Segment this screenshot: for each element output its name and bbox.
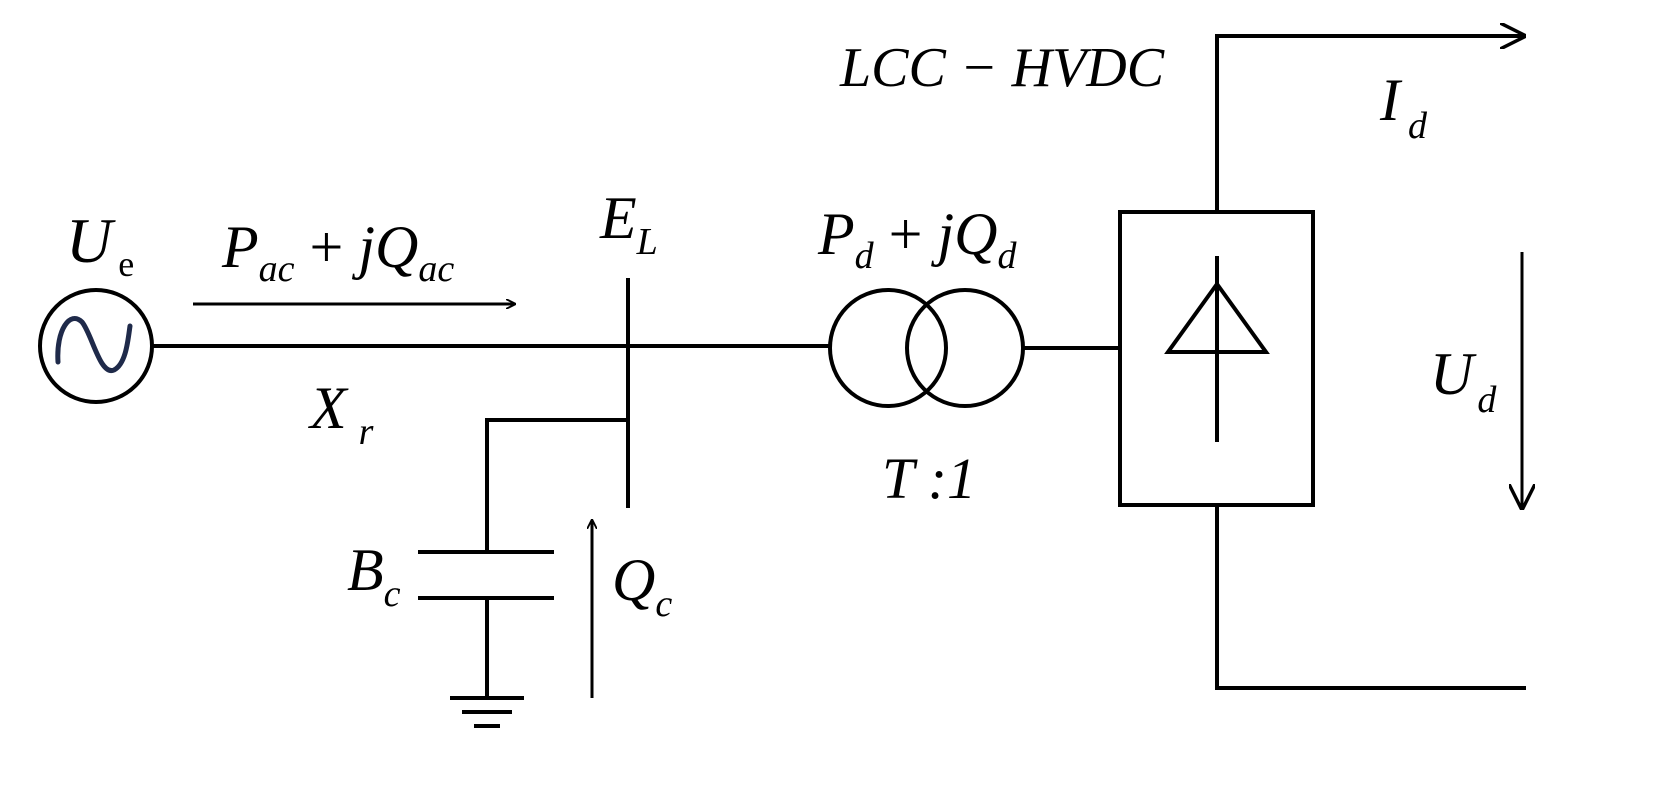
ac-power-label: Pac + jQac [221, 214, 454, 290]
lcc-converter [1118, 210, 1315, 507]
transformer-ratio-label: T :1 [882, 446, 976, 511]
comp-power-label: Qc [612, 547, 672, 625]
transformer-primary-winding [828, 288, 948, 408]
bus-voltage-label: EL [599, 185, 658, 263]
converter-type-label: LCC − HVDC [839, 37, 1165, 99]
capacitor-branch [418, 418, 630, 728]
transformer-secondary-winding [905, 288, 1025, 408]
capacitor-label: Bc [347, 537, 401, 615]
sine-wave-icon [55, 316, 133, 373]
ground-icon [450, 696, 524, 728]
dc-negative-line [1215, 503, 1526, 690]
transformer [828, 288, 1025, 408]
dc-power-label: Pd + jQd [817, 201, 1018, 277]
ac-source [38, 288, 154, 404]
